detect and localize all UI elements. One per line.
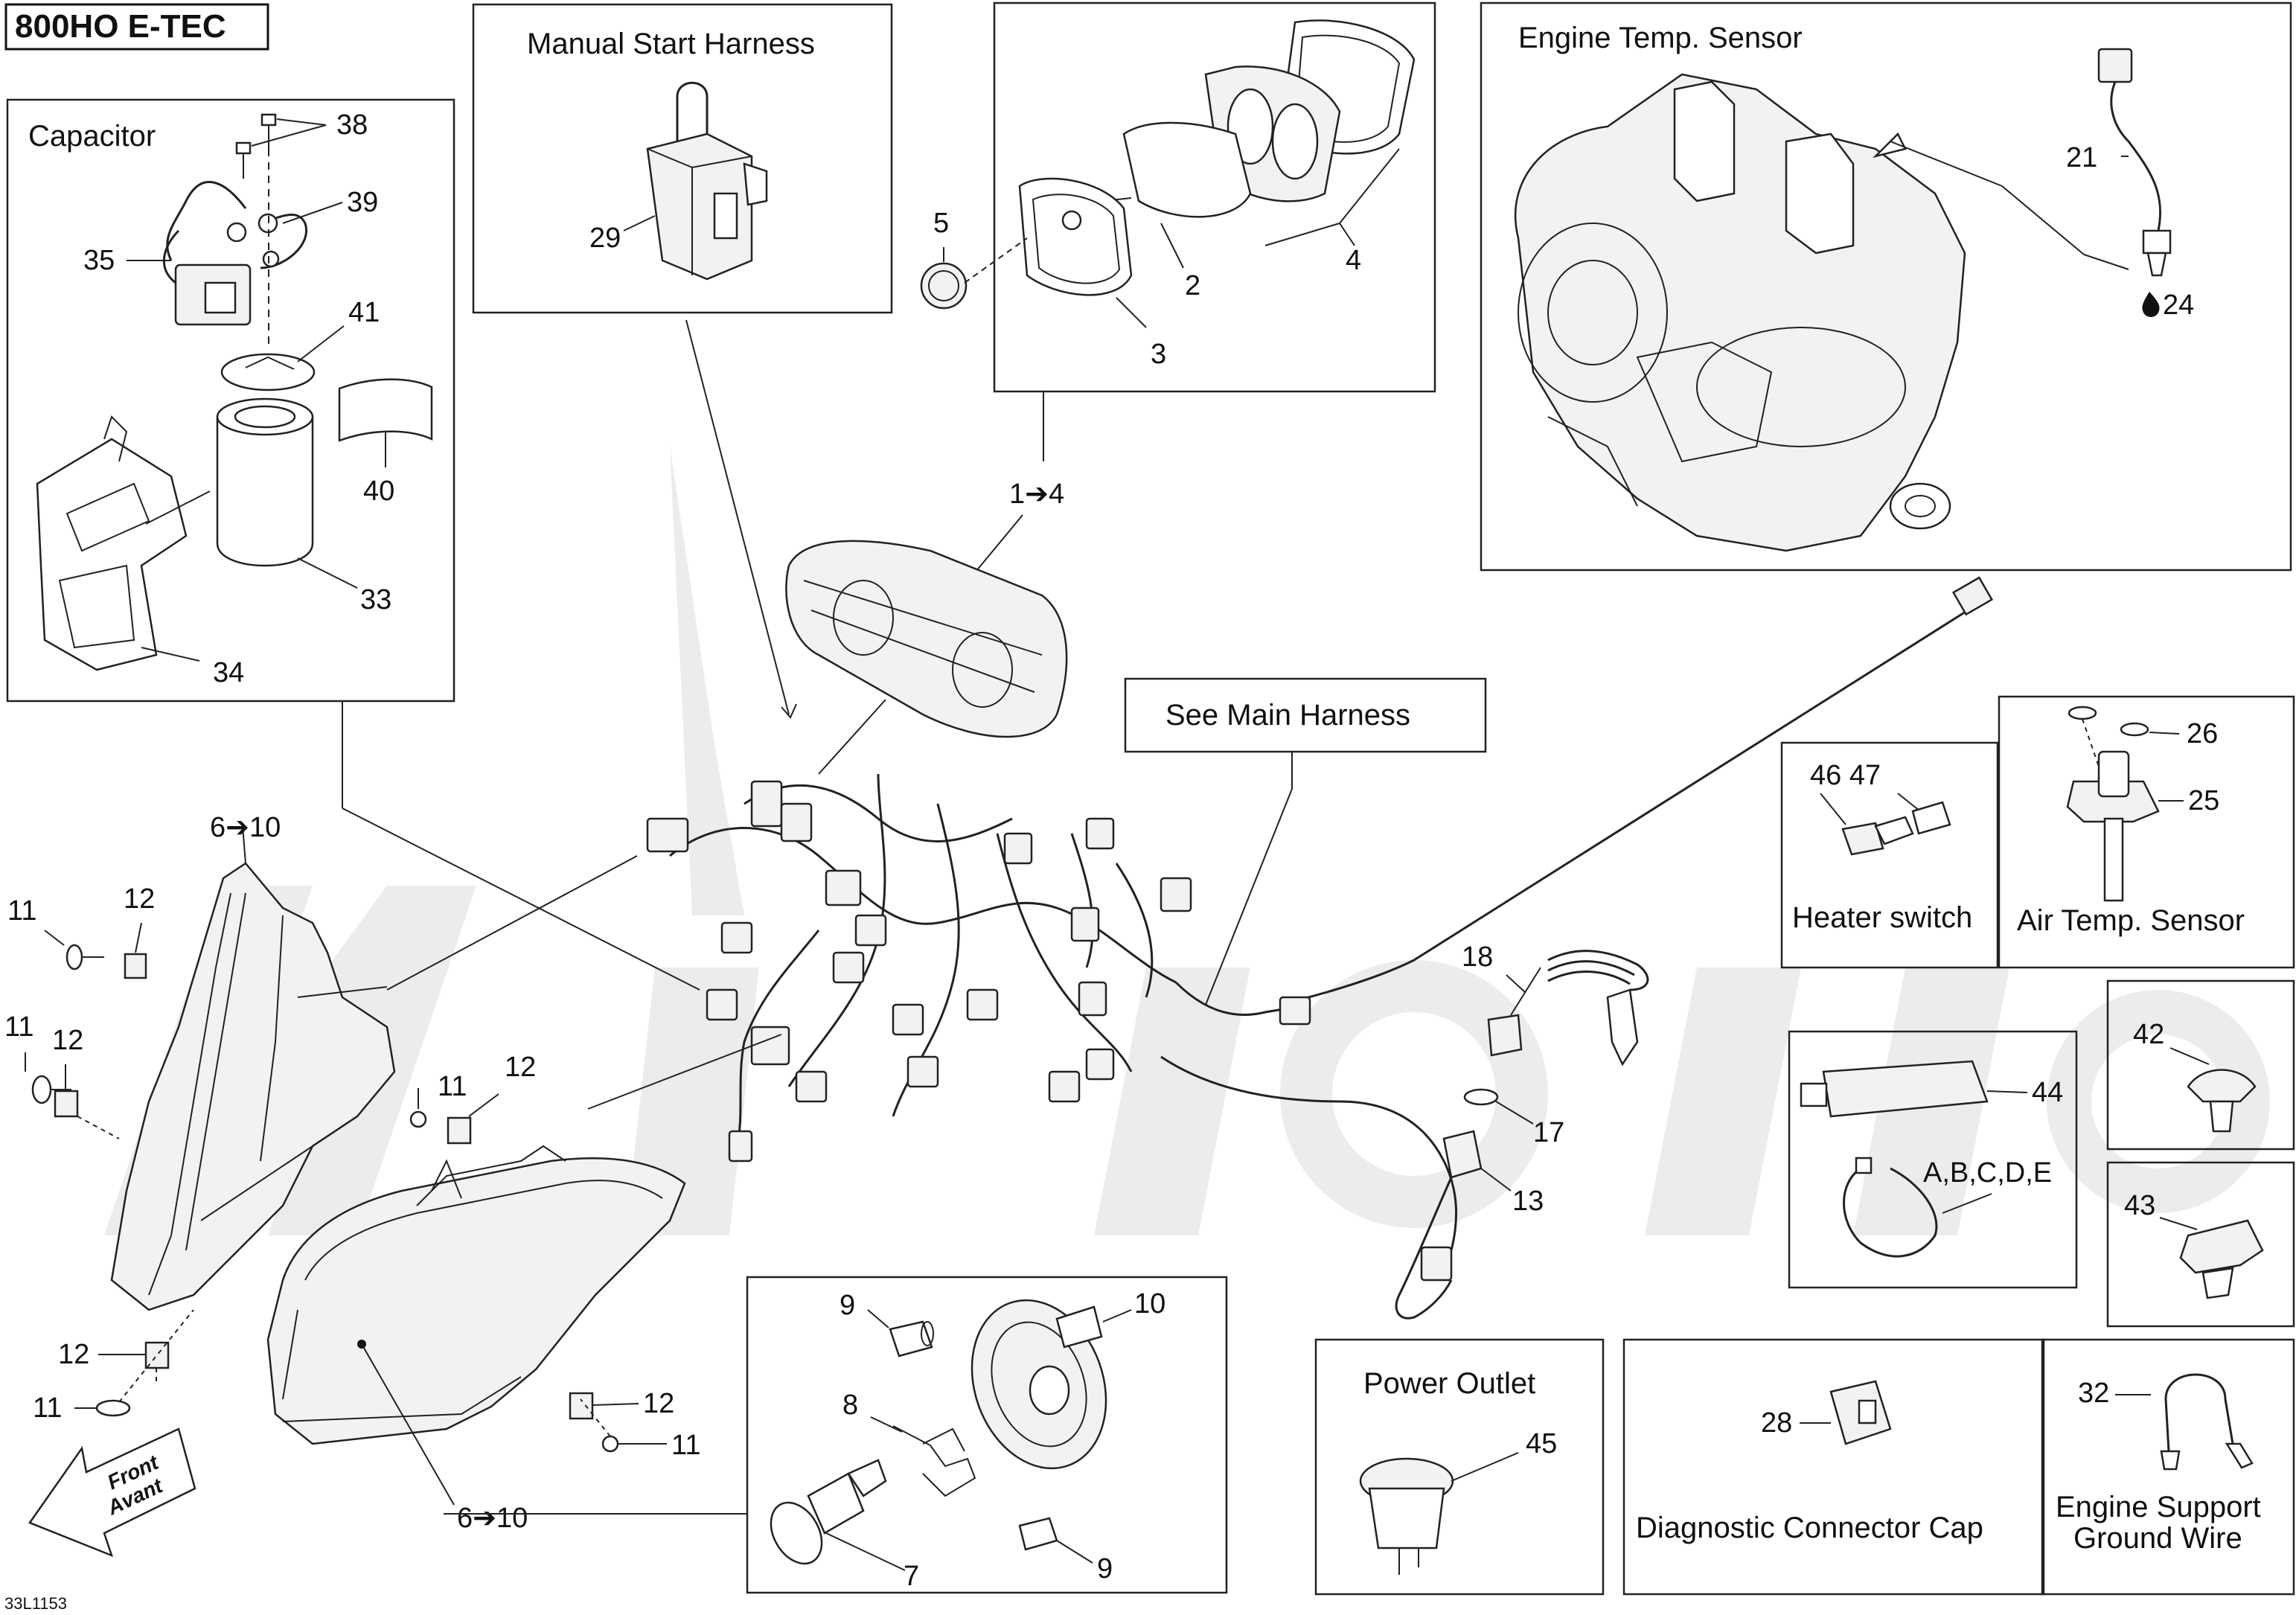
callout-42: 42 xyxy=(2133,1019,2164,1050)
callout-44: 44 xyxy=(2032,1077,2063,1108)
see-main-harness-label: See Main Harness xyxy=(1165,699,1410,732)
callout-12c: 12 xyxy=(505,1052,536,1083)
power-outlet-box: Power Outlet 45 xyxy=(1314,1338,1605,1596)
callout-12e: 12 xyxy=(643,1388,674,1419)
callout-9a: 9 xyxy=(840,1290,855,1321)
callout-25: 25 xyxy=(2188,785,2219,816)
ground-wire-box: 32 Engine Support Ground Wire xyxy=(2041,1338,2295,1596)
callout-46-47: 46 47 xyxy=(1810,760,1881,791)
air-temp-sensor-label: Air Temp. Sensor xyxy=(2017,904,2245,937)
callout-12d: 12 xyxy=(58,1339,89,1370)
main-harness xyxy=(342,319,1994,1251)
callout-6to10-top: 6➔10 xyxy=(210,812,281,843)
headlight-cover: 6➔10 11 12 11 12 11 12 12 11 xyxy=(4,812,536,1424)
callout-38: 38 xyxy=(336,109,368,141)
capacitor-title: Capacitor xyxy=(28,120,156,153)
push-rivet-box: 42 xyxy=(2106,979,2295,1151)
callout-1to4: 1➔4 xyxy=(1009,479,1064,510)
callout-11b: 11 xyxy=(4,1011,33,1043)
callout-10: 10 xyxy=(1134,1288,1165,1320)
callout-43: 43 xyxy=(2124,1190,2155,1221)
callout-41: 41 xyxy=(348,297,380,328)
callout-2: 2 xyxy=(1185,270,1200,301)
ground-wire-title-line2: Ground Wire xyxy=(2073,1522,2242,1555)
callout-11c: 11 xyxy=(438,1071,467,1102)
callout-11a: 11 xyxy=(7,895,36,927)
callout-8: 8 xyxy=(842,1389,858,1421)
callout-11d: 11 xyxy=(33,1392,62,1424)
front-direction-arrow: Front Avant xyxy=(28,1427,196,1558)
engine-temp-sensor-title: Engine Temp. Sensor xyxy=(1518,22,1803,54)
emblem-part: 5 xyxy=(920,208,1028,310)
callout-17: 17 xyxy=(1533,1117,1564,1148)
callout-40: 40 xyxy=(363,476,394,507)
callout-11e: 11 xyxy=(671,1430,700,1461)
tether-cord: 18 17 13 xyxy=(1395,941,1649,1320)
grease-ties-box: 44 A,B,C,D,E xyxy=(1788,1030,2078,1289)
clip-box: 43 xyxy=(2106,1161,2295,1328)
callout-6to10-bottom: 6➔10 xyxy=(457,1503,528,1534)
see-main-harness-box: See Main Harness xyxy=(1124,677,1487,753)
model-tag: 800HO E-TEC xyxy=(4,3,269,51)
model-tag-text: 800HO E-TEC xyxy=(15,8,226,45)
capacitor-box: Capacitor 38 39 35 41 33 xyxy=(6,98,455,703)
manual-start-harness-box: Manual Start Harness 29 xyxy=(472,3,893,314)
callout-39: 39 xyxy=(347,187,378,218)
headlight: 6➔10 12 11 xyxy=(266,1145,700,1534)
heater-switch-label: Heater switch xyxy=(1792,901,1972,934)
bulb-box: 9 10 8 7 9 xyxy=(746,1276,1228,1594)
callout-12b: 12 xyxy=(52,1025,83,1056)
figure-code: 33L1153 xyxy=(4,1594,67,1613)
engine-temp-sensor-box: Engine Temp. Sensor 21 24 xyxy=(1480,1,2292,572)
callout-28: 28 xyxy=(1761,1407,1792,1439)
callout-13: 13 xyxy=(1512,1186,1544,1217)
manual-start-harness-title: Manual Start Harness xyxy=(527,28,815,60)
callout-7: 7 xyxy=(904,1561,919,1592)
callout-21: 21 xyxy=(2066,142,2097,173)
callout-35: 35 xyxy=(83,245,115,276)
heater-switch-box: 46 47 Heater switch xyxy=(1780,741,1999,969)
callout-29: 29 xyxy=(589,223,621,254)
callout-32: 32 xyxy=(2078,1378,2109,1409)
callout-9b: 9 xyxy=(1097,1553,1113,1584)
callout-24: 24 xyxy=(2163,290,2194,321)
callout-4: 4 xyxy=(1346,245,1361,276)
callout-18: 18 xyxy=(1462,941,1493,973)
callout-33: 33 xyxy=(360,584,391,615)
power-outlet-title: Power Outlet xyxy=(1363,1367,1535,1400)
callout-34: 34 xyxy=(213,657,244,688)
ground-wire-title-line1: Engine Support xyxy=(2056,1491,2261,1523)
air-temp-sensor-box: 26 25 Air Temp. Sensor xyxy=(1998,695,2295,969)
gauge-box: 4 2 3 xyxy=(993,1,1436,393)
watermark-logo xyxy=(104,447,2270,1235)
callout-3: 3 xyxy=(1151,339,1166,370)
callout-12a: 12 xyxy=(124,883,155,915)
callout-45: 45 xyxy=(1526,1428,1557,1459)
callout-ABCDE: A,B,C,D,E xyxy=(1923,1157,2052,1189)
callout-5: 5 xyxy=(933,208,949,239)
diagnostic-connector-cap-title: Diagnostic Connector Cap xyxy=(1636,1512,1983,1544)
callout-26: 26 xyxy=(2187,718,2218,749)
diagnostic-connector-cap-box: 28 Diagnostic Connector Cap xyxy=(1622,1338,2045,1596)
